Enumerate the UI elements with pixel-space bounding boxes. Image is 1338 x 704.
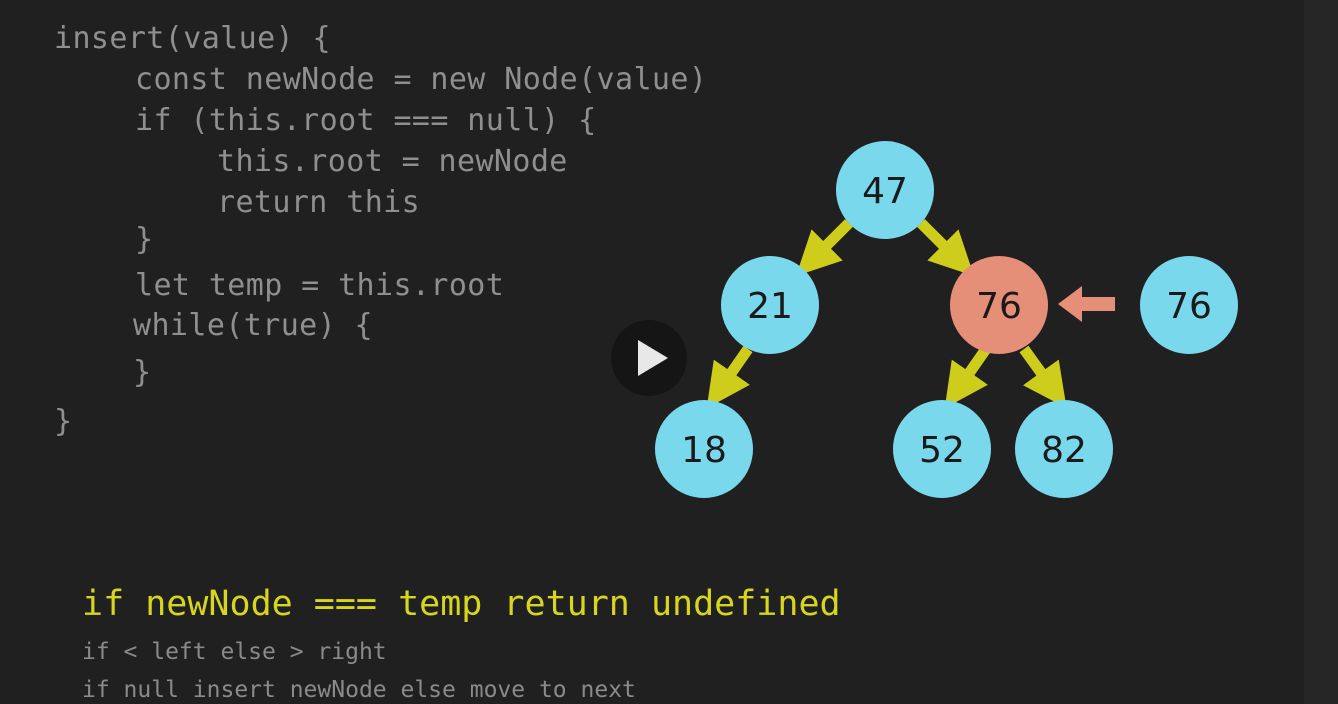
node-value: 18 <box>681 430 727 471</box>
tree-node-18: 18 <box>655 400 753 498</box>
tree-node-82: 82 <box>1015 400 1113 498</box>
hint-sub-2: if null insert newNode else move to next <box>82 677 636 703</box>
edge-21-18 <box>706 345 753 409</box>
play-button[interactable] <box>611 320 687 396</box>
tree-node-21: 21 <box>721 256 819 354</box>
insert-pointer-arrow <box>1058 286 1115 322</box>
edge-47-76 <box>917 219 975 277</box>
code-line: } <box>133 355 152 390</box>
tree-node-47: 47 <box>836 141 934 239</box>
code-line: this.root = newNode <box>217 144 568 179</box>
node-value: 21 <box>747 286 793 327</box>
hint-main: if newNode === temp return undefined <box>82 584 841 624</box>
node-value: 76 <box>976 286 1022 327</box>
node-value: 76 <box>1166 286 1212 327</box>
code-line: } <box>54 404 73 439</box>
code-line: const newNode = new Node(value) <box>135 62 708 97</box>
tree-node-76-current: 76 <box>950 256 1048 354</box>
code-line: return this <box>217 185 421 220</box>
hint-sub-1: if < left else > right <box>82 639 387 665</box>
code-line: let temp = this.root <box>135 268 505 303</box>
code-line: if (this.root === null) { <box>135 103 597 138</box>
new-node-76: 76 <box>1140 256 1238 354</box>
play-icon <box>638 340 668 376</box>
code-line: } <box>135 222 154 257</box>
edge-76-82 <box>1019 345 1067 409</box>
edge-76-52 <box>944 345 991 409</box>
edge-47-21 <box>795 219 853 277</box>
node-value: 47 <box>862 171 908 212</box>
code-line: insert(value) { <box>54 21 331 56</box>
code-line: while(true) { <box>133 308 373 343</box>
node-value: 82 <box>1041 430 1087 471</box>
tree-node-52: 52 <box>893 400 991 498</box>
node-value: 52 <box>919 430 965 471</box>
frame-edge <box>1304 0 1338 704</box>
